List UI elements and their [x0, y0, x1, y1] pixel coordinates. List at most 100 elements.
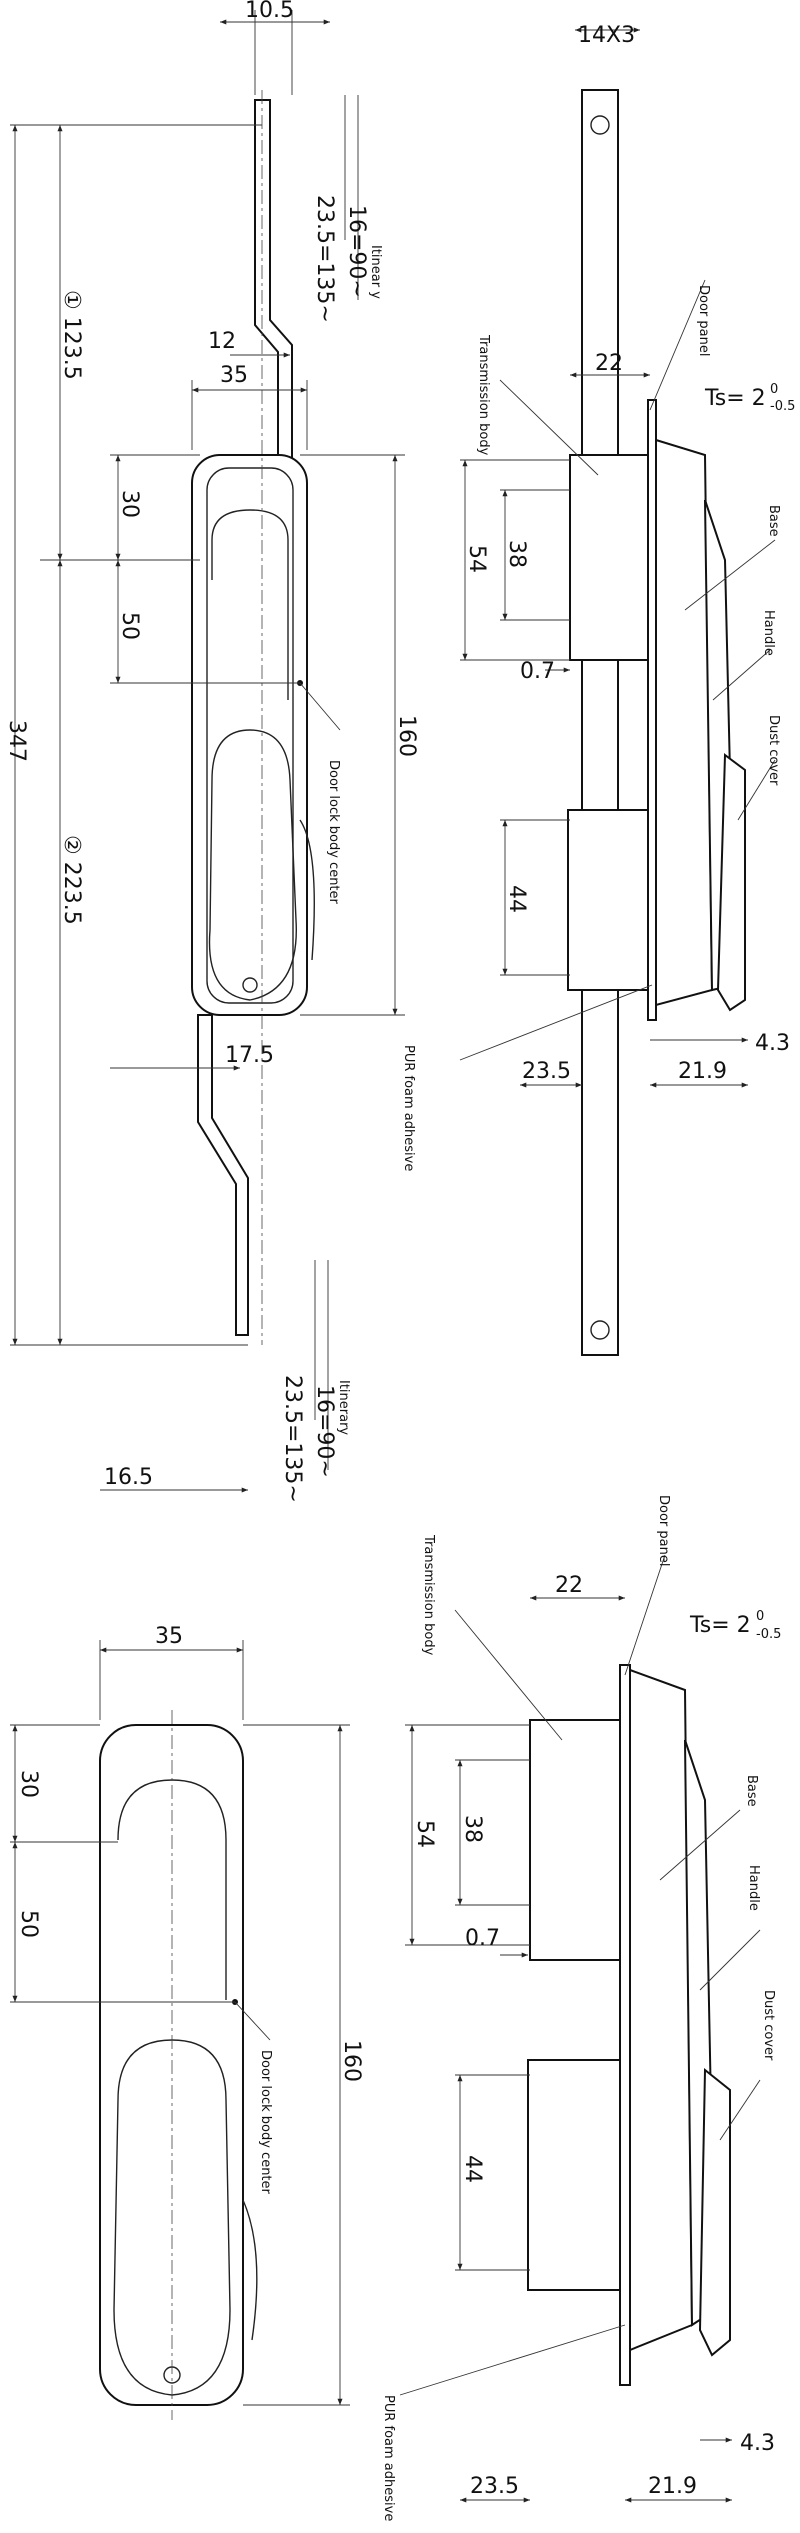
b-dim-ts-sub: -0.5: [756, 1627, 781, 1642]
lower-rod: [197, 1014, 249, 1336]
label-itinerary-bottom: Itinerary: [336, 1380, 351, 1435]
dim-travel-top: 16=90~: [344, 205, 369, 298]
b-label-base: Base: [744, 1775, 759, 1807]
label-transmission: Transmission body: [476, 334, 491, 456]
dim-total: 347: [4, 720, 29, 762]
dim-07: 0.7: [520, 659, 555, 684]
label-foam: PUR foam adhesive: [401, 1045, 416, 1171]
handle-grip: [208, 729, 297, 1001]
dim-width-top: 10.5: [245, 0, 294, 23]
front-label-center: Door lock body center: [258, 2050, 273, 2195]
leader: [454, 1609, 563, 1741]
lock-body-inner: [206, 467, 294, 1004]
dim-50: 50: [117, 612, 142, 640]
dim-ts: Ts= 2: [704, 386, 766, 411]
lower-housing: [567, 809, 653, 991]
top-section-view: 14X3 22 Ts= 2 0 -0.5 54 38 0.7 44 4.3 23…: [401, 23, 795, 1356]
dim-bottom-offset: 16.5: [104, 1465, 153, 1490]
door-panel: [647, 399, 657, 1021]
b-label-dust-cover: Dust cover: [761, 1990, 776, 2061]
leader: [299, 682, 341, 731]
b-dim-44: 44: [460, 2155, 485, 2183]
dim-stroke: 12: [208, 329, 236, 354]
b-dim-43: 4.3: [740, 2431, 775, 2456]
dim-ts-sup: 0: [770, 382, 778, 397]
dim-38: 38: [504, 540, 529, 568]
dim-travel-bot: 16=90~: [312, 1385, 337, 1478]
dim-235: 23.5: [522, 1059, 571, 1084]
label-handle: Handle: [761, 610, 776, 656]
handle-rivet: [242, 977, 258, 993]
leader: [719, 2079, 761, 2141]
front-side-bulge: [242, 2199, 258, 2341]
leader: [737, 759, 776, 821]
handle-upper-slot: [211, 509, 289, 700]
base: [655, 438, 714, 1007]
leader: [234, 2001, 271, 2041]
bar-hole-bottom: [590, 1320, 610, 1340]
dim-upper-rod: ① 123.5: [59, 290, 84, 380]
bar-hole-top: [590, 115, 610, 135]
b-dim-38: 38: [460, 1815, 485, 1843]
leader: [684, 539, 776, 611]
upper-rod: [254, 99, 293, 461]
b-dim-54: 54: [412, 1820, 437, 1848]
b-lower-housing: [527, 2059, 621, 2291]
locking-bar: [581, 89, 619, 1356]
b-label-transmission: Transmission body: [421, 1534, 436, 1656]
b-door-panel: [619, 1664, 631, 2386]
b-label-foam: PUR foam adhesive: [381, 2395, 396, 2521]
leader: [624, 1554, 666, 1676]
dim-54: 54: [464, 545, 489, 573]
b-dim-235: 23.5: [470, 2474, 519, 2499]
label-dust-cover: Dust cover: [766, 715, 781, 786]
dim-travel-bot-b: 23.5=135~: [280, 1375, 305, 1503]
b-dim-ts-sup: 0: [756, 1609, 764, 1624]
dim-travel-top-b: 23.5=135~: [312, 195, 337, 323]
label-center: Door lock body center: [326, 760, 341, 905]
lock-body: [191, 454, 308, 1016]
b-base: [629, 1668, 694, 2352]
front-dim-50: 50: [16, 1910, 41, 1938]
transmission-body: [569, 454, 651, 661]
dim-219: 21.9: [678, 1059, 727, 1084]
b-label-door-panel: Door panel: [656, 1495, 671, 1566]
dim-30: 30: [117, 490, 142, 518]
leader: [649, 279, 706, 411]
dim-offset: 17.5: [225, 1043, 274, 1068]
front-dim-length: 160: [339, 2040, 364, 2082]
b-transmission-body: [529, 1719, 621, 1961]
b-dim-07: 0.7: [465, 1926, 500, 1951]
bottom-section-view: 22 Ts= 2 0 -0.5 54 38 0.7 44 4.3 23.5 21…: [381, 1495, 781, 2521]
b-dim-22: 22: [555, 1573, 583, 1598]
front-dim-width: 35: [155, 1624, 183, 1649]
dim-lower-rod: ② 223.5: [59, 835, 84, 925]
dim-44: 44: [504, 885, 529, 913]
leader: [712, 649, 771, 701]
label-door-panel: Door panel: [696, 285, 711, 356]
dim-22: 22: [595, 351, 623, 376]
b-dim-ts: Ts= 2: [689, 1613, 751, 1638]
dim-ts-sub: -0.5: [770, 399, 795, 414]
b-dim-219: 21.9: [648, 2474, 697, 2499]
dim-width: 35: [220, 363, 248, 388]
front-lock-body: [99, 1724, 244, 2406]
front-dim-30: 30: [16, 1770, 41, 1798]
label-base: Base: [766, 505, 781, 537]
leader: [659, 1809, 741, 1881]
leader: [459, 984, 653, 1061]
dim-43: 4.3: [755, 1031, 790, 1056]
leader: [699, 1929, 761, 1991]
b-dust-cover: [698, 2067, 731, 2357]
dim-length: 160: [394, 715, 419, 757]
label-itinerary-top: Itinear y: [368, 245, 383, 299]
b-label-handle: Handle: [746, 1865, 761, 1911]
front-grip: [113, 2039, 231, 2396]
bottom-front-view: 35 30 50 160 Door lock body center: [10, 1624, 364, 2420]
handle-side-bulge: [299, 819, 315, 961]
dim-rod: 14X3: [578, 23, 635, 48]
top-side-view: 10.5 12 35 17.5 16.5 347 ① 123.5 ② 223.5…: [4, 0, 419, 1503]
leader: [499, 379, 599, 476]
leader: [399, 2324, 626, 2396]
